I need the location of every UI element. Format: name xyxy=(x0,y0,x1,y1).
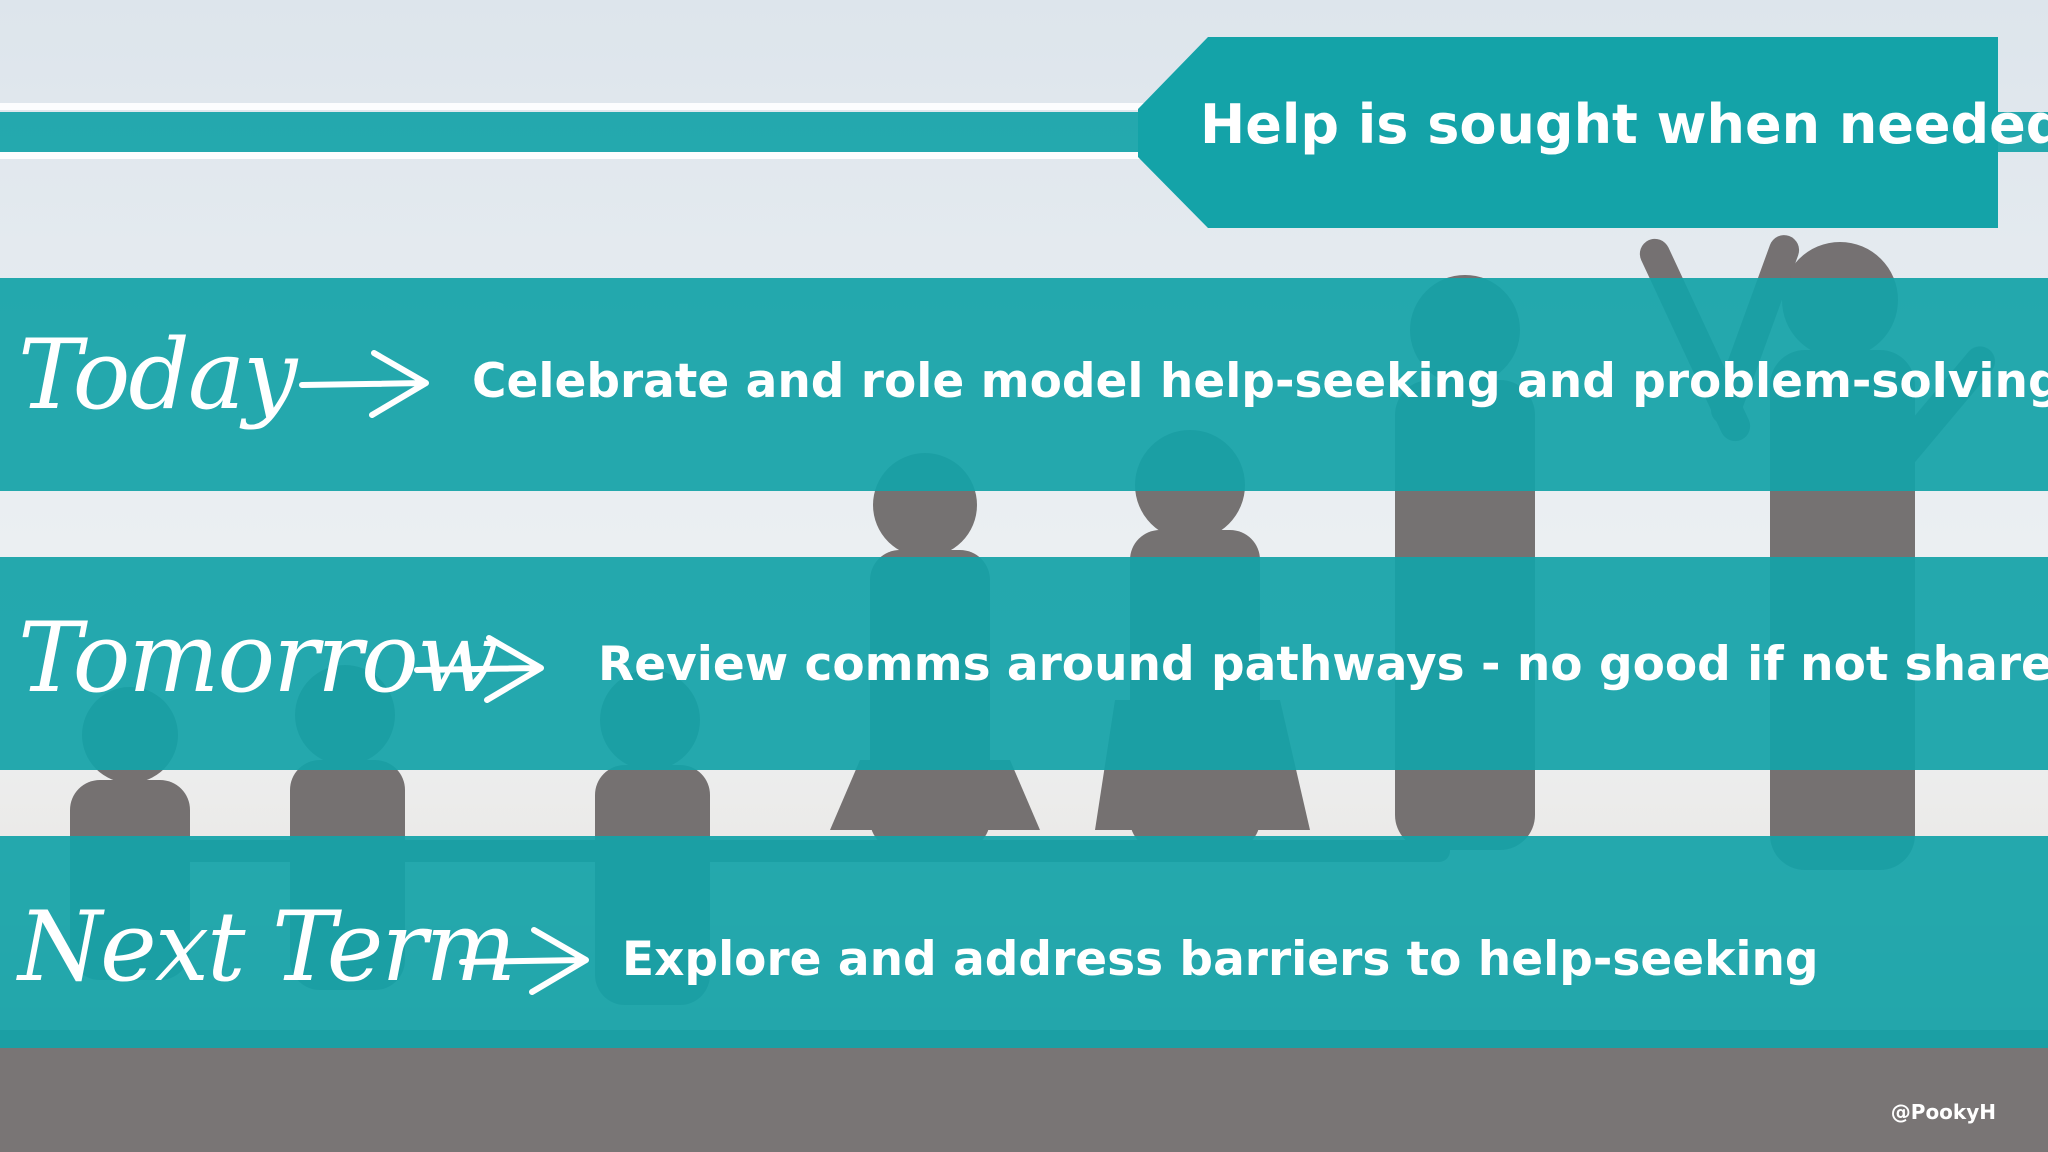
row-text-today: Celebrate and role model help-seeking an… xyxy=(472,354,2048,409)
slide-title: Help is sought when needed xyxy=(1200,93,2048,156)
row-text-next-term: Explore and address barriers to help-see… xyxy=(622,932,1819,987)
right-arrow-icon xyxy=(299,350,429,418)
row-band-tomorrow xyxy=(0,557,2048,770)
right-arrow-icon xyxy=(459,927,589,995)
row-label-tomorrow: Tomorrow xyxy=(18,602,499,714)
banner-rule-top xyxy=(0,103,1200,110)
title-tag-shape xyxy=(1138,37,1998,228)
author-credit: @PookyH xyxy=(1890,1100,1996,1124)
ground xyxy=(0,1040,2048,1152)
row-band-next-term xyxy=(0,836,2048,1048)
right-arrow-icon xyxy=(414,635,544,703)
row-label-today: Today xyxy=(18,319,297,431)
row-text-tomorrow: Review comms around pathways - no good i… xyxy=(598,637,2048,692)
banner-rule-bottom xyxy=(0,152,1200,159)
row-label-next-term: Next Term xyxy=(18,891,516,1003)
